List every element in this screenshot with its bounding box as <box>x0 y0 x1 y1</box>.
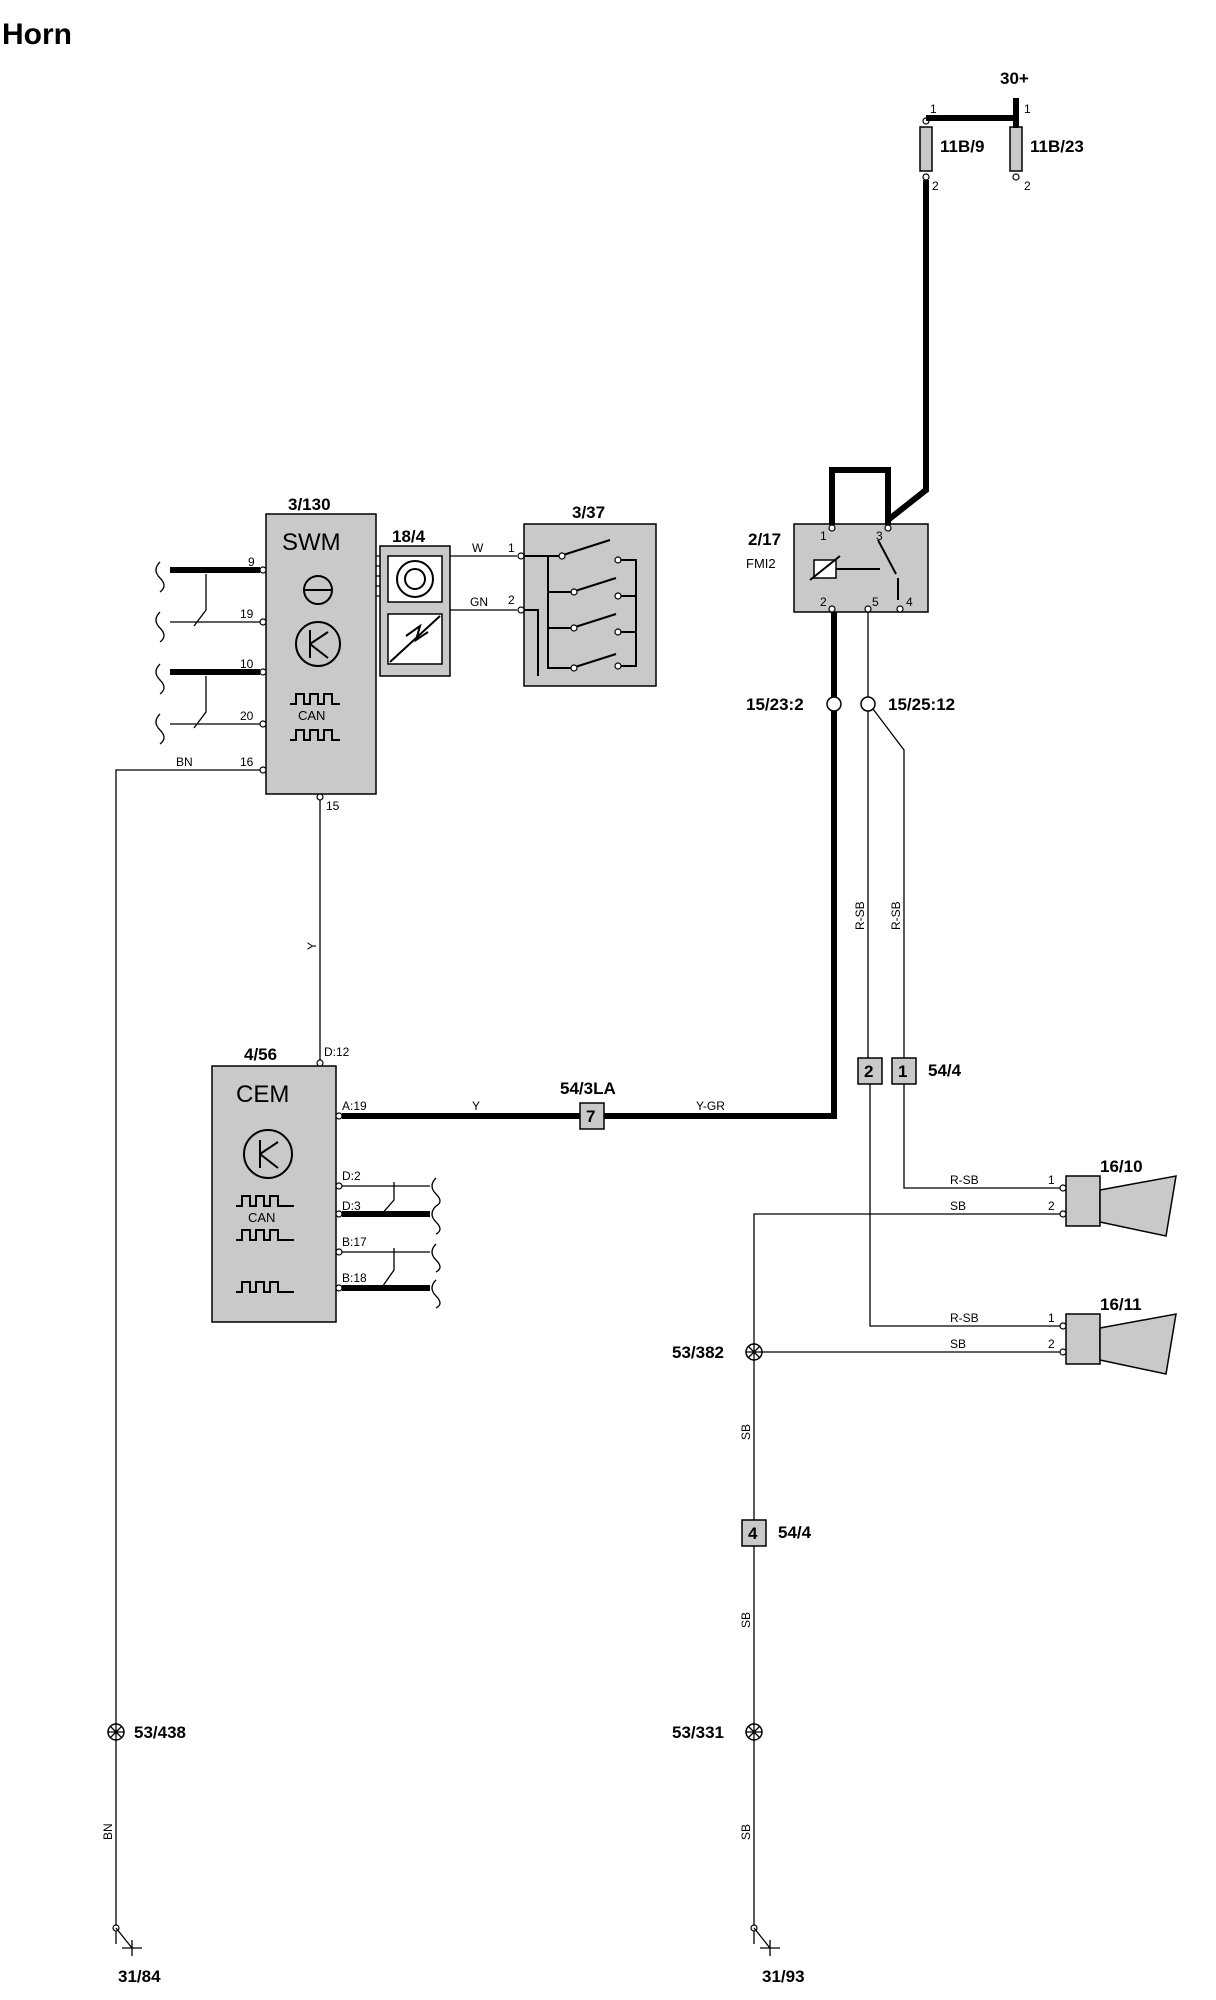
wire-label-w: W <box>472 541 484 555</box>
connector-54-3la: 7 54/3LA <box>560 1079 616 1130</box>
splice-15-23-2-label: 15/23:2 <box>746 695 804 714</box>
svg-text:16: 16 <box>240 755 254 769</box>
diagram-title: Horn <box>2 18 72 51</box>
svg-text:D:12: D:12 <box>324 1045 350 1059</box>
ground-splice-53-438: 53/438 <box>107 1723 186 1742</box>
fuse-11b-23: 1 2 11B/23 <box>1009 102 1084 193</box>
svg-text:4/56: 4/56 <box>244 1045 277 1064</box>
svg-text:B:18: B:18 <box>342 1271 367 1285</box>
wire-label-r-sb-3: R-SB <box>950 1173 979 1187</box>
svg-text:19: 19 <box>240 607 254 621</box>
splice-15-23-2 <box>826 696 842 712</box>
svg-text:16/10: 16/10 <box>1100 1157 1143 1176</box>
svg-text:1: 1 <box>930 102 937 116</box>
svg-text:D:3: D:3 <box>342 1199 361 1213</box>
svg-text:3/130: 3/130 <box>288 495 331 514</box>
svg-text:2: 2 <box>1048 1199 1055 1213</box>
svg-text:31/93: 31/93 <box>762 1967 805 1986</box>
svg-text:FMI2: FMI2 <box>746 556 776 571</box>
svg-text:15: 15 <box>326 799 340 813</box>
clock-spring-18-4: 18/4 <box>379 527 451 677</box>
svg-text:54/4: 54/4 <box>778 1523 812 1542</box>
svg-text:3/37: 3/37 <box>572 503 605 522</box>
svg-text:4: 4 <box>748 1524 758 1543</box>
svg-text:53/438: 53/438 <box>134 1723 186 1742</box>
svg-text:16/11: 16/11 <box>1100 1295 1142 1314</box>
connector-54-4-a: 2 1 54/4 <box>857 1057 962 1085</box>
splice-15-25-12 <box>860 696 876 712</box>
splice-15-25-12-label: 15/25:12 <box>888 695 955 714</box>
svg-text:1: 1 <box>1048 1311 1055 1325</box>
ground-31-93: 31/93 <box>750 1924 805 1986</box>
svg-text:5: 5 <box>872 595 879 609</box>
wire-label-r-sb-4: R-SB <box>950 1311 979 1325</box>
svg-text:1: 1 <box>898 1062 907 1081</box>
wire-label-bn-2: BN <box>101 1823 115 1840</box>
ground-31-84: 31/84 <box>112 1924 161 1986</box>
svg-text:CAN: CAN <box>298 708 325 723</box>
svg-text:2: 2 <box>508 593 515 607</box>
wire-label-sb-3: SB <box>739 1424 753 1440</box>
svg-text:9: 9 <box>248 555 255 569</box>
svg-text:2/17: 2/17 <box>748 530 781 549</box>
svg-text:1: 1 <box>1048 1173 1055 1187</box>
svg-text:53/331: 53/331 <box>672 1723 724 1742</box>
svg-text:2: 2 <box>1048 1337 1055 1351</box>
horn-16-10: 16/10 1 2 <box>1048 1157 1177 1237</box>
swm-module-3-130: 3/130 SWM CAN 9 19 10 20 16 15 <box>240 495 377 813</box>
svg-text:CEM: CEM <box>236 1081 289 1108</box>
wire-label-sb-1: SB <box>950 1199 966 1213</box>
supply-30-label: 30+ <box>1000 69 1029 88</box>
svg-text:2: 2 <box>864 1062 873 1081</box>
wire-label-y-2: Y <box>472 1099 480 1113</box>
svg-text:4: 4 <box>906 595 913 609</box>
svg-text:31/84: 31/84 <box>118 1967 161 1986</box>
wire-label-y-1: Y <box>305 942 319 950</box>
wire-label-bn-1: BN <box>176 755 193 769</box>
svg-text:53/382: 53/382 <box>672 1343 724 1362</box>
svg-text:SWM: SWM <box>282 529 341 556</box>
horn-16-11: 16/11 1 2 <box>1048 1295 1177 1375</box>
svg-text:CAN: CAN <box>248 1210 275 1225</box>
cem-module-4-56: 4/56 CEM CAN D:12 A:19 D:2 D:3 B:17 B:18 <box>211 1045 367 1323</box>
svg-text:2: 2 <box>1024 179 1031 193</box>
svg-text:2: 2 <box>932 179 939 193</box>
svg-text:18/4: 18/4 <box>392 527 426 546</box>
svg-text:11B/23: 11B/23 <box>1030 137 1084 156</box>
wire-label-r-sb-2: R-SB <box>889 901 903 930</box>
wire-label-r-sb-1: R-SB <box>853 901 867 930</box>
svg-text:11B/9: 11B/9 <box>940 137 984 156</box>
svg-text:A:19: A:19 <box>342 1099 367 1113</box>
wire-label-y-gr: Y-GR <box>696 1099 725 1113</box>
svg-text:D:2: D:2 <box>342 1169 361 1183</box>
svg-text:7: 7 <box>586 1107 595 1126</box>
wire-label-gn: GN <box>470 595 488 609</box>
svg-text:B:17: B:17 <box>342 1235 367 1249</box>
ground-splice-53-331: 53/331 <box>672 1723 763 1742</box>
ground-splice-53-382: 53/382 <box>672 1343 763 1362</box>
wire-label-sb-2: SB <box>950 1337 966 1351</box>
svg-text:54/4: 54/4 <box>928 1061 962 1080</box>
svg-text:1: 1 <box>1024 102 1031 116</box>
relay-2-17: 2/17 FMI2 1 3 2 5 4 <box>746 523 929 613</box>
wire-label-sb-4: SB <box>739 1612 753 1628</box>
connector-54-4-b: 4 54/4 <box>741 1519 812 1547</box>
svg-text:1: 1 <box>820 529 827 543</box>
wire-label-sb-5: SB <box>739 1824 753 1840</box>
svg-text:10: 10 <box>240 657 254 671</box>
svg-text:20: 20 <box>240 709 254 723</box>
svg-text:2: 2 <box>820 595 827 609</box>
svg-text:54/3LA: 54/3LA <box>560 1079 616 1098</box>
svg-text:1: 1 <box>508 541 515 555</box>
svg-text:3: 3 <box>876 529 883 543</box>
horn-switch-3-37: 3/37 1 2 <box>508 503 657 687</box>
